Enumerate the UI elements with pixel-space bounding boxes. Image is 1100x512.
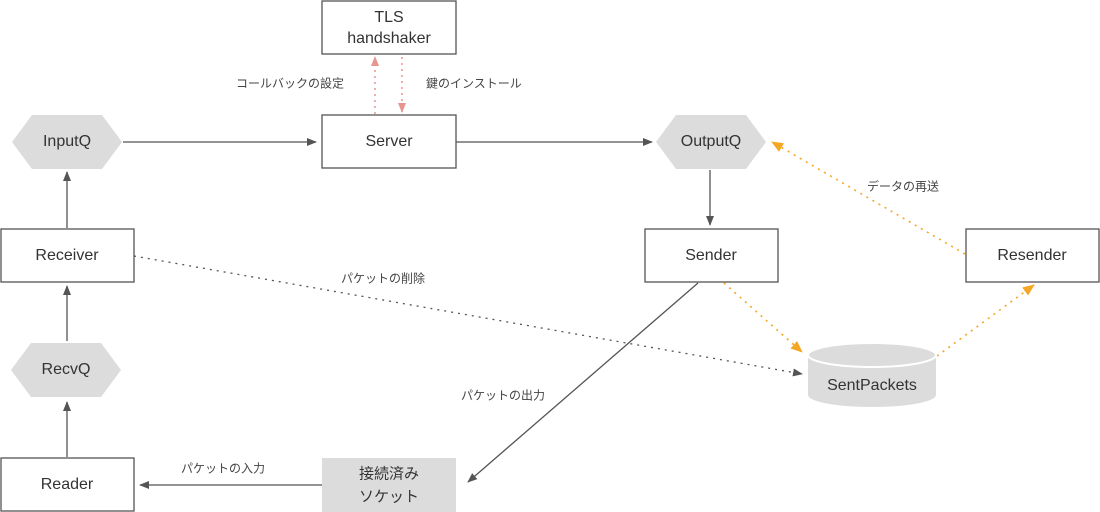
node-inputq[interactable]: InputQ xyxy=(12,115,122,169)
node-server[interactable]: Server xyxy=(321,114,457,169)
label-packet-delete: パケットの削除 xyxy=(341,271,425,286)
label-data-resend: データの再送 xyxy=(867,179,939,194)
edge-resender-outputq xyxy=(771,141,966,255)
node-sender[interactable]: Sender xyxy=(644,228,779,283)
edge-receiver-sentpackets xyxy=(133,255,803,377)
inputq-label: InputQ xyxy=(43,133,91,150)
sentpackets-label: SentPackets xyxy=(827,377,917,394)
socket-label-line2: ソケット xyxy=(359,488,419,506)
outputq-label: OutputQ xyxy=(681,133,741,150)
node-outputq[interactable]: OutputQ xyxy=(656,115,766,169)
node-sentpackets[interactable]: SentPackets xyxy=(807,342,937,407)
server-label: Server xyxy=(365,133,413,150)
recvq-label: RecvQ xyxy=(42,361,91,378)
sender-label: Sender xyxy=(685,247,737,264)
label-key-install: 鍵のインストール xyxy=(426,76,522,91)
edge-sentpackets-resender xyxy=(936,284,1035,357)
node-tls-handshaker[interactable]: TLS handshaker xyxy=(321,0,457,55)
edge-sender-sentpackets xyxy=(723,282,803,353)
tls-label-line1: TLS xyxy=(374,9,403,26)
label-packet-input: パケットの入力 xyxy=(181,462,265,476)
tls-label-line2: handshaker xyxy=(347,30,431,47)
edges xyxy=(63,56,1035,489)
node-connected-socket[interactable]: 接続済み ソケット xyxy=(322,458,456,512)
node-reader[interactable]: Reader xyxy=(0,457,135,512)
label-packet-output: パケットの出力 xyxy=(461,389,545,403)
node-receiver[interactable]: Receiver xyxy=(0,228,135,283)
reader-label: Reader xyxy=(41,476,94,493)
socket-label-line1: 接続済み xyxy=(359,465,419,483)
resender-label: Resender xyxy=(997,247,1067,264)
label-callback-setup: コールバックの設定 xyxy=(236,76,344,91)
node-resender[interactable]: Resender xyxy=(965,228,1100,283)
receiver-label: Receiver xyxy=(35,247,99,264)
edge-sender-socket xyxy=(467,282,699,483)
node-recvq[interactable]: RecvQ xyxy=(11,343,121,397)
